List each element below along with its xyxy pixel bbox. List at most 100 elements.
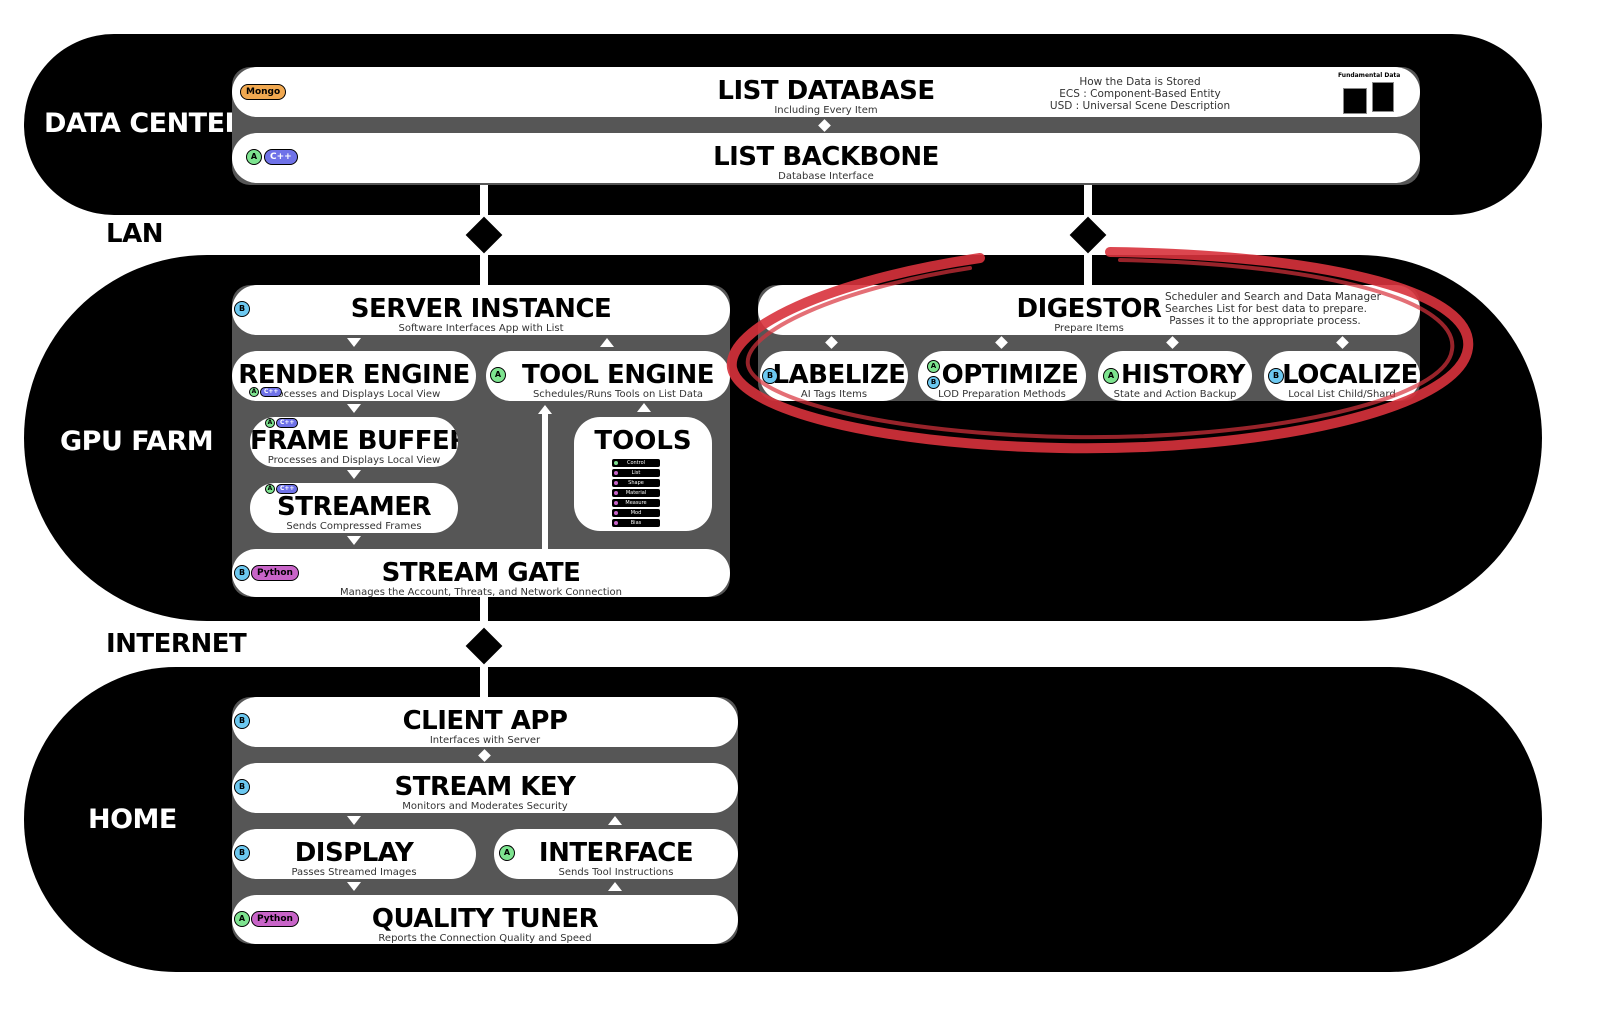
frame-buffer-node: FRAME BUFFER Processes and Displays Loca…: [250, 417, 458, 467]
interface-subtitle: Sends Tool Instructions: [558, 867, 674, 878]
digestor-note-line: Passes it to the appropriate process.: [1169, 315, 1361, 327]
display-node: DISPLAY Passes Streamed Images: [232, 829, 476, 879]
badge-b: B: [234, 301, 250, 317]
tool-dot-icon: [614, 461, 618, 465]
tool-item: Control: [612, 459, 660, 467]
list-database-subtitle: Including Every Item: [774, 105, 878, 116]
zone-label-gpu-farm: GPU FARM: [60, 426, 214, 457]
link-label-internet: INTERNET: [106, 629, 247, 659]
digestor-subtitle: Prepare Items: [1054, 323, 1124, 334]
flow-arrow-up: [637, 403, 651, 412]
list-backbone-node: LIST BACKBONE Database Interface: [232, 133, 1420, 183]
tool-item-label: Control: [626, 460, 646, 466]
flow-arrow-down: [347, 338, 361, 347]
frame-buffer-title: FRAME BUFFER: [250, 426, 458, 456]
tool-item-label: Measure: [625, 500, 647, 506]
tool-item-label: Shape: [628, 480, 644, 486]
link-label-lan: LAN: [106, 219, 163, 249]
badge-a: A: [234, 911, 250, 927]
badge-a: A: [249, 387, 259, 397]
lan-node-left: [465, 216, 503, 254]
tool-dot-icon: [614, 491, 618, 495]
badge-b: B: [234, 845, 250, 861]
tool-item: Shape: [612, 479, 660, 487]
localize-node: LOCALIZE Local List Child/Shard: [1264, 351, 1420, 401]
storage-note-line: ECS : Component-Based Entity: [1059, 88, 1221, 100]
database-stack-icon: [1343, 88, 1367, 114]
render-engine-node: RENDER ENGINE Processes and Displays Loc…: [232, 351, 476, 401]
tool-item: List: [612, 469, 660, 477]
client-app-title: CLIENT APP: [402, 706, 568, 736]
history-node: HISTORY State and Action Backup: [1098, 351, 1252, 401]
badge-a: A: [1103, 368, 1119, 384]
server-instance-subtitle: Software Interfaces App with List: [398, 323, 564, 334]
streamer-subtitle: Sends Compressed Frames: [286, 521, 422, 532]
digestor-note: Scheduler and Search and Data Manager Se…: [1165, 291, 1381, 327]
database-stack-icon: [1372, 82, 1394, 112]
server-instance-node: SERVER INSTANCE Software Interfaces App …: [232, 285, 730, 335]
fundamental-data-label: Fundamental Data: [1338, 72, 1401, 79]
server-instance-title: SERVER INSTANCE: [350, 294, 612, 324]
optimize-title: OPTIMIZE: [941, 360, 1079, 390]
python-tag: Python: [251, 911, 299, 927]
tool-engine-subtitle: Schedules/Runs Tools on List Data: [532, 389, 704, 400]
render-engine-title: RENDER ENGINE: [238, 360, 470, 390]
localize-subtitle: Local List Child/Shard: [1288, 389, 1396, 400]
tool-engine-node: TOOL ENGINE Schedules/Runs Tools on List…: [486, 351, 730, 401]
flow-arrow-down: [347, 536, 361, 545]
interface-node: INTERFACE Sends Tool Instructions: [494, 829, 738, 879]
flow-arrow-up: [608, 882, 622, 891]
flow-arrow-down: [347, 882, 361, 891]
highlight-stroke: [726, 247, 1474, 454]
localize-title: LOCALIZE: [1282, 360, 1418, 390]
badge-b: B: [762, 368, 778, 384]
badge-a: A: [927, 360, 940, 373]
cpp-tag: C++: [260, 387, 283, 397]
tool-item: Bias: [612, 519, 660, 527]
list-backbone-subtitle: Database Interface: [778, 171, 874, 182]
tools-node: TOOLS Control List Shape Material Measur…: [574, 417, 712, 531]
optimize-subtitle: LOD Preparation Methods: [938, 389, 1066, 400]
zone-label-data-center: DATA CENTER: [44, 108, 245, 139]
zone-label-home: HOME: [88, 804, 177, 835]
flow-arrow-up: [608, 816, 622, 825]
stream-key-title: STREAM KEY: [394, 772, 576, 802]
python-tag: Python: [251, 565, 299, 581]
stream-key-subtitle: Monitors and Moderates Security: [402, 801, 568, 812]
quality-tuner-title: QUALITY TUNER: [371, 904, 599, 934]
tool-item-label: Mod: [630, 510, 642, 516]
frame-buffer-subtitle: Processes and Displays Local View: [267, 455, 441, 466]
interface-title: INTERFACE: [538, 838, 694, 868]
badge-b: B: [234, 565, 250, 581]
badge-a: A: [246, 149, 262, 165]
badge-a: A: [499, 845, 515, 861]
tool-dot-icon: [614, 471, 618, 475]
history-title: HISTORY: [1121, 360, 1245, 390]
flow-arrow-down: [347, 404, 361, 413]
list-database-node: LIST DATABASE Including Every Item: [232, 67, 1420, 117]
history-subtitle: State and Action Backup: [1113, 389, 1237, 400]
highlight-stroke: [745, 258, 1455, 440]
client-app-subtitle: Interfaces with Server: [429, 735, 541, 746]
highlight-scribble: [726, 247, 1474, 454]
tool-item-label: Bias: [630, 520, 642, 526]
badge-a: A: [265, 418, 275, 428]
optimize-node: OPTIMIZE LOD Preparation Methods: [918, 351, 1086, 401]
tool-dot-icon: [614, 521, 618, 525]
digestor-note-line: Scheduler and Search and Data Manager: [1165, 291, 1381, 303]
quality-tuner-subtitle: Reports the Connection Quality and Speed: [378, 933, 592, 944]
badge-b: B: [1268, 368, 1284, 384]
flow-arrow-up: [538, 405, 552, 414]
stream-gate-subtitle: Manages the Account, Threats, and Networ…: [339, 587, 623, 597]
badge-b: B: [234, 779, 250, 795]
tool-dot-icon: [614, 511, 618, 515]
list-backbone-title: LIST BACKBONE: [713, 142, 939, 172]
labelize-node: LABELIZE AI Tags Items: [760, 351, 908, 401]
stream-gate-title: STREAM GATE: [381, 558, 581, 588]
cpp-tag: C++: [276, 418, 299, 428]
cpp-tag: C++: [264, 149, 298, 165]
tools-title: TOOLS: [594, 426, 692, 456]
display-subtitle: Passes Streamed Images: [291, 867, 417, 878]
tool-item: Measure: [612, 499, 660, 507]
list-database-title: LIST DATABASE: [717, 76, 935, 106]
